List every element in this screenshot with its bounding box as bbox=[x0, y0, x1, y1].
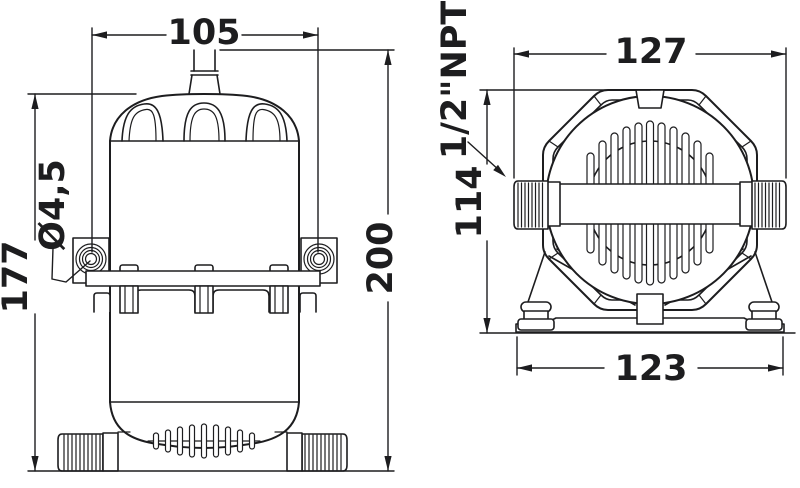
dim-114-label: 114 bbox=[450, 165, 490, 238]
foot-right bbox=[745, 301, 783, 331]
dim-hole-label: Ø4,5 bbox=[33, 159, 73, 251]
dome-vent-center bbox=[183, 102, 226, 142]
mounting-bracket bbox=[72, 237, 338, 314]
bracket-straps bbox=[119, 285, 289, 314]
dome-vent-left bbox=[121, 103, 164, 142]
dim-127-label: 127 bbox=[614, 32, 687, 72]
side-view: 127 114 1/2"NPT 123 bbox=[435, 1, 796, 389]
bottom-block bbox=[636, 293, 664, 325]
side-ports bbox=[513, 180, 787, 230]
inlet-threads bbox=[63, 434, 101, 471]
dim-114-group: 114 bbox=[450, 89, 651, 334]
dim-177-group: 177 bbox=[0, 93, 137, 472]
dim-105-label: 105 bbox=[167, 13, 240, 53]
outlet-threads bbox=[304, 434, 342, 471]
cross-bar bbox=[558, 183, 742, 225]
side-port-right-threads bbox=[754, 182, 781, 228]
dome-vent-right bbox=[245, 103, 288, 142]
dim-123-label: 123 bbox=[614, 349, 687, 389]
outlet-port bbox=[274, 431, 348, 472]
dim-177-label: 177 bbox=[0, 240, 36, 313]
front-view: 105 200 177 Ø4,5 bbox=[0, 13, 401, 472]
dim-200-group: 200 bbox=[219, 49, 401, 472]
dim-105-group: 105 bbox=[91, 13, 319, 253]
side-port-left-threads bbox=[517, 182, 544, 228]
dim-hole-group: Ø4,5 bbox=[33, 159, 91, 283]
motor-dome bbox=[109, 93, 300, 142]
dim-npt-group: 1/2"NPT bbox=[435, 1, 506, 177]
top-lug bbox=[635, 89, 665, 109]
inlet-port bbox=[57, 431, 131, 472]
bowl-ribs bbox=[152, 423, 256, 459]
bracket-rail bbox=[85, 270, 321, 287]
foot-left bbox=[517, 301, 555, 331]
dim-127-group: 127 bbox=[513, 32, 787, 179]
top-port bbox=[188, 49, 221, 95]
pump-bowl bbox=[109, 401, 300, 459]
dim-200-label: 200 bbox=[361, 221, 401, 294]
dim-123-group: 123 bbox=[516, 336, 784, 389]
dim-npt-label: 1/2"NPT bbox=[435, 1, 475, 160]
housing-octagon bbox=[542, 89, 758, 311]
